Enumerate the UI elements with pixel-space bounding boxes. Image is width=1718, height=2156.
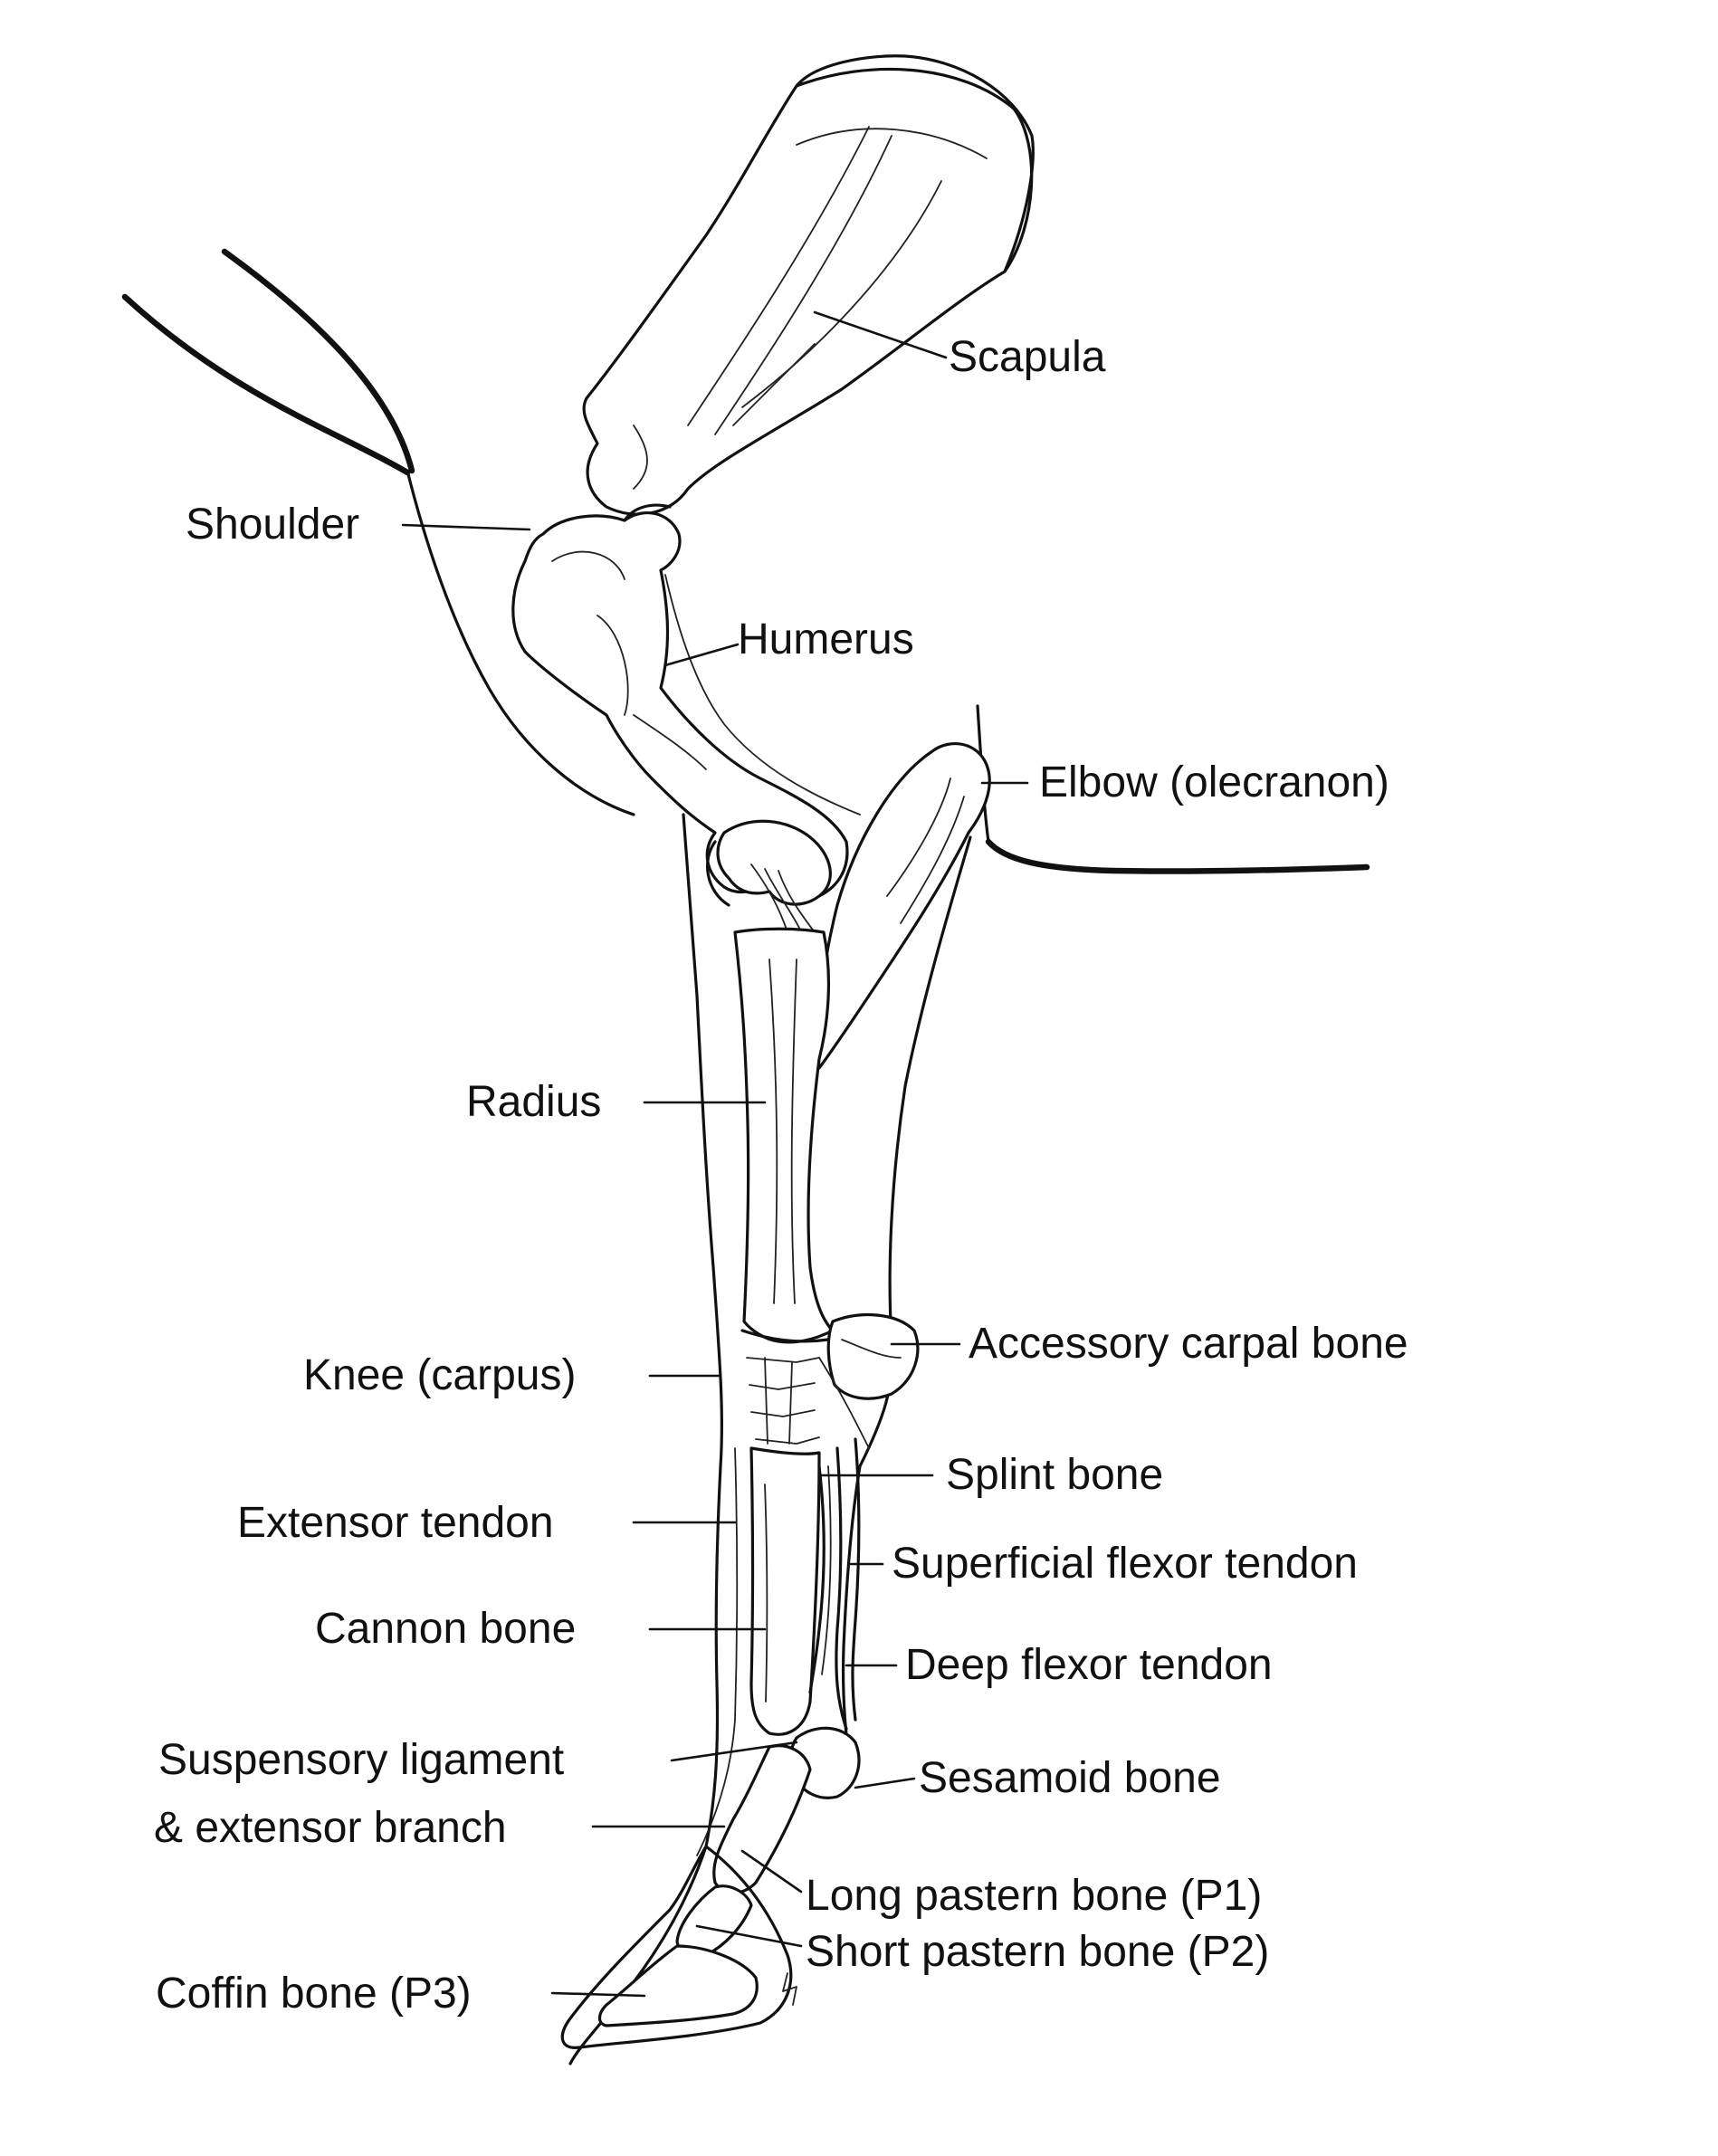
label-suspensory-line2: & extensor branch [154,1804,507,1852]
extensor-tendon [696,1447,739,1856]
cannon-bone [749,1446,821,1736]
label-accessory-carpal: Accessory carpal bone [969,1320,1408,1368]
accessory-carpal-bone [826,1313,920,1400]
label-suspensory-line1: Suspensory ligament [158,1736,564,1784]
label-cannon: Cannon bone [315,1605,576,1653]
olecranon-bone [816,742,991,1070]
label-splint: Splint bone [946,1451,1163,1499]
elbow-joint [706,819,832,942]
label-short-pastern: Short pastern bone (P2) [806,1928,1269,1976]
label-shoulder: Shoulder [186,501,359,549]
label-radius: Radius [466,1078,601,1126]
label-sesamoid: Sesamoid bone [919,1754,1221,1802]
label-coffin: Coffin bone (P3) [156,1970,472,2018]
scapula-bone [582,54,1035,516]
label-scapula: Scapula [949,333,1106,381]
label-elbow: Elbow (olecranon) [1039,758,1389,806]
label-knee: Knee (carpus) [303,1351,576,1399]
label-extensor-tendon: Extensor tendon [237,1499,554,1547]
leader-lines [401,310,1029,1998]
body-outline [121,248,1370,874]
carpus-bones [740,1329,870,1449]
label-superficial-flexor: Superficial flexor tendon [892,1540,1358,1588]
label-humerus: Humerus [738,615,914,663]
label-long-pastern: Long pastern bone (P1) [806,1872,1262,1920]
flexor-tendons [835,1437,861,1731]
label-deep-flexor: Deep flexor tendon [905,1641,1273,1689]
radius-bone [733,927,835,1344]
hoof [560,1845,797,2049]
pastern-bones [675,1744,812,1959]
splint-bone [808,1464,832,1694]
labels: Scapula Shoulder Humerus Elbow (olecrano… [154,333,1408,2018]
